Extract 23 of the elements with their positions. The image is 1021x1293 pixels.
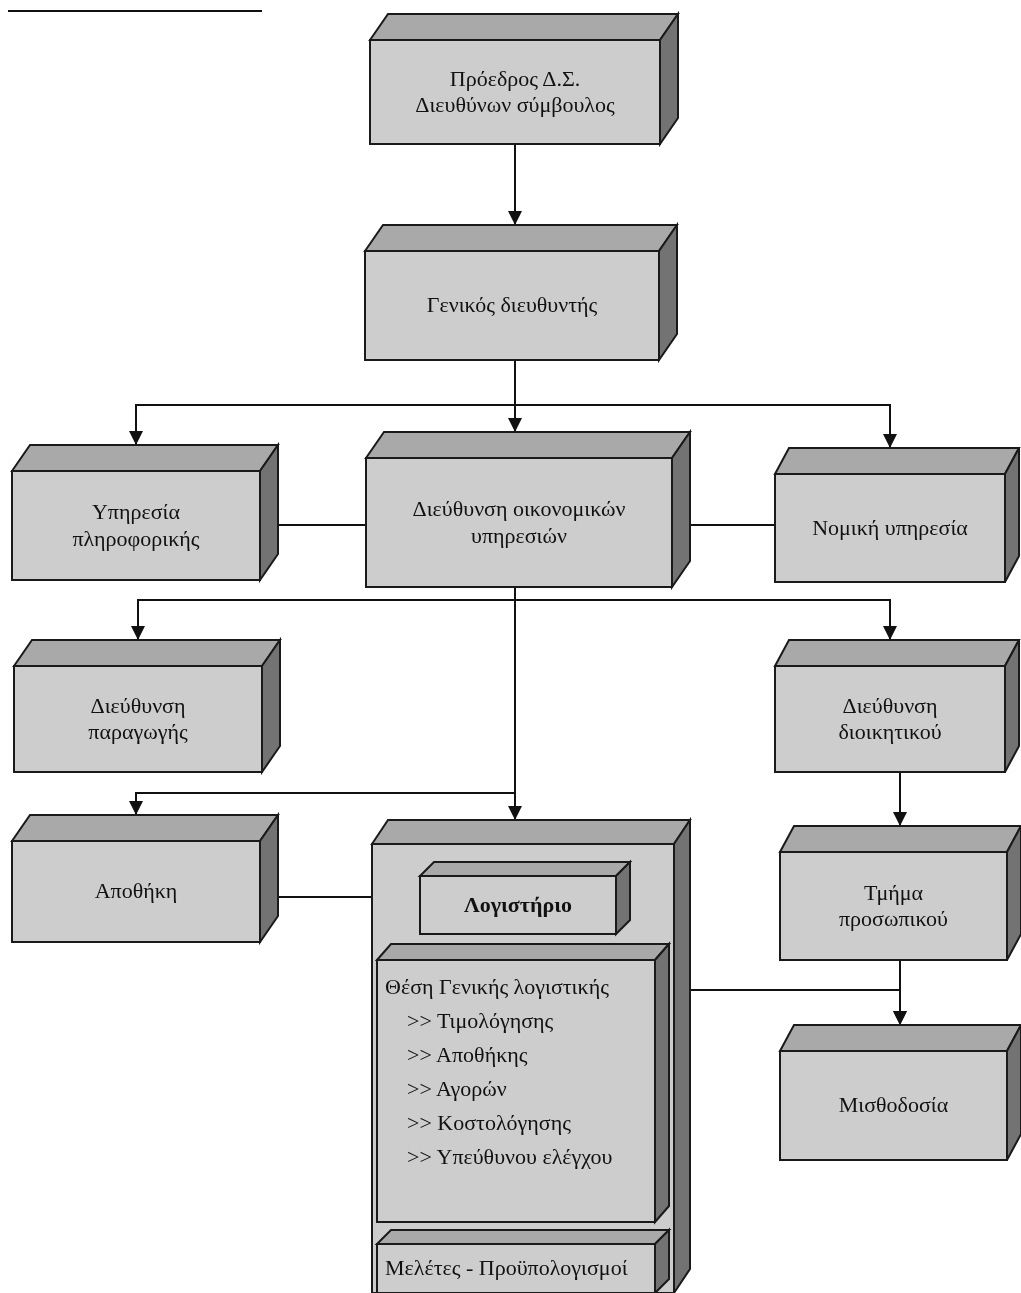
box-label: Τμήμα προσωπικού xyxy=(838,879,949,933)
box-label: >> Αποθήκης xyxy=(406,1041,528,1070)
box-label: Γενικός διευθυντής xyxy=(426,292,598,319)
box-label: Αποθήκη xyxy=(94,878,178,905)
box-label: Θέση Γενικής λογιστικής xyxy=(385,973,609,1001)
box-label: >> Υπεύθυνου ελέγχου xyxy=(406,1143,613,1172)
box-label: >> Κοστολόγησης xyxy=(406,1109,571,1138)
box-label: Διευθύνων σύμβουλος xyxy=(415,92,615,119)
arrow xyxy=(689,989,907,1026)
box-label: Διεύθυνση διοικητικού xyxy=(837,692,943,746)
box-label: Διεύθυνση οικονομικών υπηρεσιών xyxy=(411,496,627,549)
box-label: >> Αγορών xyxy=(406,1075,507,1104)
arrow xyxy=(508,586,522,821)
box-label: Υπηρεσία πληροφορικής xyxy=(71,499,201,552)
box-label: Μισθοδοσία xyxy=(838,1092,949,1119)
box-label: Πρόεδρος Δ.Σ. xyxy=(449,65,581,92)
box-label: Διεύθυνση παραγωγής xyxy=(87,692,189,746)
box-label: Νομική υπηρεσία xyxy=(812,514,968,542)
box-label: >> Τιμολόγησης xyxy=(406,1007,554,1036)
box-label: Μελέτες - Προϋπολογισμοί xyxy=(385,1254,628,1283)
arrow xyxy=(893,771,907,827)
arrow xyxy=(508,143,522,226)
box-label: Λογιστήριο xyxy=(463,891,573,919)
